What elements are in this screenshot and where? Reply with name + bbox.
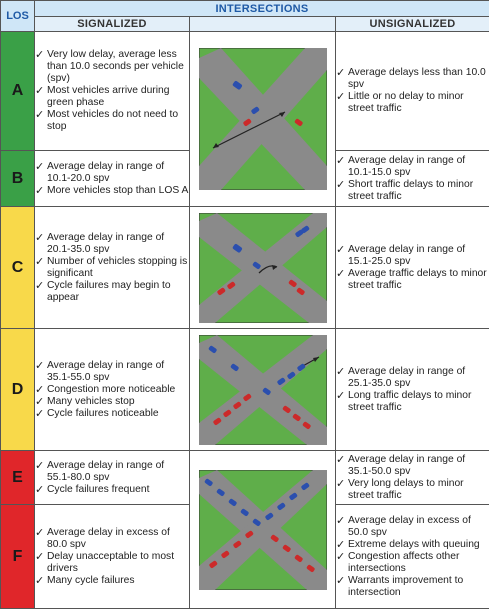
signalized-list-f: Average delay in excess of 80.0 spv Dela… bbox=[35, 527, 189, 587]
los-grade-d: D bbox=[1, 329, 35, 451]
list-item: Most vehicles arrive during green phase bbox=[35, 85, 189, 109]
los-grade-e: E bbox=[1, 451, 35, 505]
list-item: Congestion affects other intersections bbox=[336, 551, 489, 575]
unsignalized-cell-b: Average delay in range of 10.1-15.0 spv … bbox=[336, 151, 489, 207]
list-item: Little or no delay to minor street traff… bbox=[336, 91, 489, 115]
intersection-congested-traffic-icon bbox=[199, 470, 327, 590]
signalized-cell-a: Very low delay, average less than 10.0 s… bbox=[35, 32, 190, 151]
list-item: Average delay in range of 10.1-15.0 spv bbox=[336, 155, 489, 179]
intersections-header: INTERSECTIONS bbox=[35, 1, 489, 17]
intersection-low-traffic-icon bbox=[199, 48, 327, 190]
list-item: Average traffic delays to minor street t… bbox=[336, 268, 489, 292]
list-item: Average delay in excess of 80.0 spv bbox=[35, 527, 189, 551]
list-item: Very low delay, average less than 10.0 s… bbox=[35, 49, 189, 85]
los-grade-f: F bbox=[1, 505, 35, 609]
table-row: D Average delay in range of 35.1-55.0 sp… bbox=[1, 329, 489, 451]
list-item: Average delay in excess of 50.0 spv bbox=[336, 515, 489, 539]
list-item: Average delay in range of 15.1-25.0 spv bbox=[336, 244, 489, 268]
los-grade-c: C bbox=[1, 207, 35, 329]
unsignalized-list-c: Average delay in range of 15.1-25.0 spv … bbox=[336, 244, 489, 292]
list-item: Average delays less than 10.0 spv bbox=[336, 67, 489, 91]
los-table-page: LOS INTERSECTIONS SIGNALIZED UNSIGNALIZE… bbox=[0, 0, 489, 590]
list-item: More vehicles stop than LOS A bbox=[35, 185, 189, 197]
unsignalized-cell-e: Average delay in range of 35.1-50.0 spv … bbox=[336, 451, 489, 505]
signalized-list-c: Average delay in range of 20.1-35.0 spv … bbox=[35, 232, 189, 304]
unsignalized-list-f: Average delay in excess of 50.0 spv Extr… bbox=[336, 515, 489, 599]
list-item: Cycle failures may begin to appear bbox=[35, 280, 189, 304]
list-item: Many cycle failures bbox=[35, 575, 189, 587]
unsignalized-list-d: Average delay in range of 25.1-35.0 spv … bbox=[336, 366, 489, 414]
unsignalized-list-e: Average delay in range of 35.1-50.0 spv … bbox=[336, 454, 489, 502]
list-item: Extreme delays with queuing bbox=[336, 539, 489, 551]
intersection-heavy-traffic-icon bbox=[199, 335, 327, 445]
list-item: Warrants improvement to intersection bbox=[336, 575, 489, 599]
illustration-cell-ef bbox=[190, 451, 336, 609]
los-grade-a: A bbox=[1, 32, 35, 151]
list-item: Long traffic delays to minor street traf… bbox=[336, 390, 489, 414]
illustration-cell-ab bbox=[190, 32, 336, 207]
illustration-cell-c bbox=[190, 207, 336, 329]
signalized-cell-e: Average delay in range of 55.1-80.0 spv … bbox=[35, 451, 190, 505]
intersection-moderate-traffic-icon bbox=[199, 213, 327, 323]
list-item: Average delay in range of 25.1-35.0 spv bbox=[336, 366, 489, 390]
table-row: A Very low delay, average less than 10.0… bbox=[1, 32, 489, 151]
list-item: Congestion more noticeable bbox=[35, 384, 189, 396]
signalized-list-b: Average delay in range of 10.1-20.0 spv … bbox=[35, 161, 189, 197]
list-item: Cycle failures noticeable bbox=[35, 408, 189, 420]
illustration-header bbox=[190, 17, 336, 32]
signalized-cell-c: Average delay in range of 20.1-35.0 spv … bbox=[35, 207, 190, 329]
list-item: Average delay in range of 55.1-80.0 spv bbox=[35, 460, 189, 484]
list-item: Average delay in range of 35.1-55.0 spv bbox=[35, 360, 189, 384]
table-row: C Average delay in range of 20.1-35.0 sp… bbox=[1, 207, 489, 329]
signalized-cell-d: Average delay in range of 35.1-55.0 spv … bbox=[35, 329, 190, 451]
list-item: Cycle failures frequent bbox=[35, 484, 189, 496]
list-item: Many vehicles stop bbox=[35, 396, 189, 408]
table-row: E Average delay in range of 55.1-80.0 sp… bbox=[1, 451, 489, 505]
list-item: Very long delays to minor street traffic bbox=[336, 478, 489, 502]
signalized-list-e: Average delay in range of 55.1-80.0 spv … bbox=[35, 460, 189, 496]
signalized-list-a: Very low delay, average less than 10.0 s… bbox=[35, 49, 189, 133]
signalized-cell-f: Average delay in excess of 80.0 spv Dela… bbox=[35, 505, 190, 609]
list-item: Most vehicles do not need to stop bbox=[35, 109, 189, 133]
unsignalized-list-b: Average delay in range of 10.1-15.0 spv … bbox=[336, 155, 489, 203]
signalized-cell-b: Average delay in range of 10.1-20.0 spv … bbox=[35, 151, 190, 207]
unsignalized-cell-d: Average delay in range of 25.1-35.0 spv … bbox=[336, 329, 489, 451]
signalized-list-d: Average delay in range of 35.1-55.0 spv … bbox=[35, 360, 189, 420]
list-item: Average delay in range of 35.1-50.0 spv bbox=[336, 454, 489, 478]
los-header: LOS bbox=[1, 1, 35, 32]
unsignalized-cell-c: Average delay in range of 15.1-25.0 spv … bbox=[336, 207, 489, 329]
unsignalized-cell-f: Average delay in excess of 50.0 spv Extr… bbox=[336, 505, 489, 609]
list-item: Short traffic delays to minor street tra… bbox=[336, 179, 489, 203]
los-grade-b: B bbox=[1, 151, 35, 207]
list-item: Average delay in range of 10.1-20.0 spv bbox=[35, 161, 189, 185]
unsignalized-cell-a: Average delays less than 10.0 spv Little… bbox=[336, 32, 489, 151]
list-item: Delay unacceptable to most drivers bbox=[35, 551, 189, 575]
unsignalized-header: UNSIGNALIZED bbox=[336, 17, 489, 32]
list-item: Average delay in range of 20.1-35.0 spv bbox=[35, 232, 189, 256]
illustration-cell-d bbox=[190, 329, 336, 451]
unsignalized-list-a: Average delays less than 10.0 spv Little… bbox=[336, 67, 489, 115]
list-item: Number of vehicles stopping is significa… bbox=[35, 256, 189, 280]
signalized-header: SIGNALIZED bbox=[35, 17, 190, 32]
